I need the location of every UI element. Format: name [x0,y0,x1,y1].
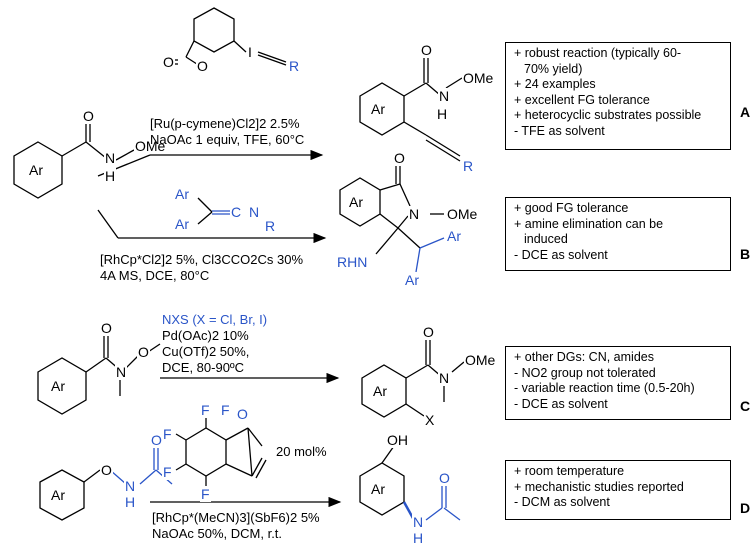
atom-n: N [408,206,421,222]
atom-r: R [462,158,475,174]
reaction-c-conditions-1: Pd(OAc)2 10% [162,328,249,343]
atom-f: F [200,402,211,418]
reaction-d-loading: 20 mol% [276,444,327,459]
reaction-b-conditions-2: 4A MS, DCE, 80°C [100,268,210,283]
atom-ar: Ar [370,101,386,117]
atom-ar: Ar [404,272,420,288]
reaction-a-conditions-2: NaOAc 1 equiv, TFE, 60°C [150,132,305,147]
reaction-b-conditions-1: [RhCp*Cl2]2 5%, Cl3CCO2Cs 30% [100,252,304,267]
note-line: - variable reaction time (0.5-20h) [514,381,695,395]
atom-ome: OMe [446,206,479,222]
note-line: + 24 examples [514,77,596,91]
atom-r: R [264,218,277,234]
note-line: induced [524,232,568,246]
atom-n: N [412,514,425,530]
notes-box-d: + room temperature + mechanistic studies… [505,460,731,520]
note-line: - TFE as solvent [514,123,605,138]
reaction-c-conditions-2: Cu(OTf)2 50%, [162,344,250,359]
atom-o: O [420,42,433,58]
note-line: + heterocyclic substrates possible [514,108,702,122]
atom-o: O [393,150,406,166]
atom-rhn: RHN [336,254,369,270]
atom-h: H [412,530,425,546]
atom-f: F [162,426,173,442]
atom-ar: Ar [50,487,66,503]
atom-c: C [230,204,243,220]
note-line: - DCE as solvent [514,247,608,262]
reaction-c-conditions-3: DCE, 80-90ºC [162,360,245,375]
atom-o: O [100,320,113,336]
atom-o: O [137,344,150,360]
note-line: + mechanistic studies reported [514,479,684,494]
note-line: 70% yield) [524,61,583,76]
atom-o: O [422,324,435,340]
atom-ar: Ar [50,378,66,394]
atom-o: O [236,406,249,422]
atom-ar: Ar [446,228,462,244]
reaction-label-c: C [740,398,751,414]
note-line: + amine elimination can be [514,216,664,231]
atom-h: H [104,168,117,184]
note-line: + room temperature [514,464,625,478]
atom-n: N [248,204,261,220]
notes-box-b: + good FG tolerance + amine elimination … [505,197,731,271]
atom-oh: OH [386,432,409,448]
atom-o: O [150,432,163,448]
atom-r: R [288,58,301,74]
note-line: - NO2 group not tolerated [514,365,656,380]
notes-box-a: + robust reaction (typically 60- 70% yie… [505,42,731,150]
note-line: + robust reaction (typically 60- [514,46,682,60]
atom-ar: Ar [370,481,386,497]
atom-f: F [220,402,231,418]
reaction-label-a: A [740,104,751,120]
reaction-d-conditions-2: NaOAc 50%, DCM, r.t. [152,526,283,541]
atom-ar: Ar [174,216,190,232]
atom-ar: Ar [174,186,190,202]
reaction-c-reagent: NXS (X = Cl, Br, I) [162,312,268,327]
atom-i: I [247,44,253,60]
note-line: - DCM as solvent [514,495,610,509]
reaction-a-conditions-1: [Ru(p-cymene)Cl2]2 2.5% [150,116,300,131]
note-line: + excellent FG tolerance [514,92,650,107]
atom-o: O [82,108,95,124]
atom-n: N [438,370,451,386]
atom-f: F [162,464,173,480]
atom-n: N [124,478,137,494]
atom-x: X [424,412,436,428]
atom-n: N [104,150,117,166]
atom-n: N [438,88,451,104]
reaction-d-conditions-1: [RhCp*(MeCN)3](SbF6)2 5% [152,510,320,525]
reaction-label-d: D [740,500,751,516]
note-line: + good FG tolerance [514,201,629,215]
notes-box-c: + other DGs: CN, amides - NO2 group not … [505,346,731,420]
atom-f: F [200,486,211,502]
atom-ar: Ar [348,194,364,210]
atom-ome: OMe [462,70,495,86]
note-line: + other DGs: CN, amides [514,350,654,364]
atom-h: H [124,494,137,510]
atom-ome: OMe [464,352,497,368]
arrow-b-line [97,209,119,239]
atom-o: O [438,470,451,486]
atom-h: H [436,106,449,122]
reaction-label-b: B [740,246,751,262]
note-line: - DCE as solvent [514,396,608,411]
atom-o: O [196,58,209,74]
atom-n: N [115,364,128,380]
atom-o: O [100,462,113,478]
atom-ome: OMe [134,138,167,154]
atom-o: O [162,54,175,70]
atom-ar: Ar [372,383,388,399]
atom-ar: Ar [28,162,44,178]
